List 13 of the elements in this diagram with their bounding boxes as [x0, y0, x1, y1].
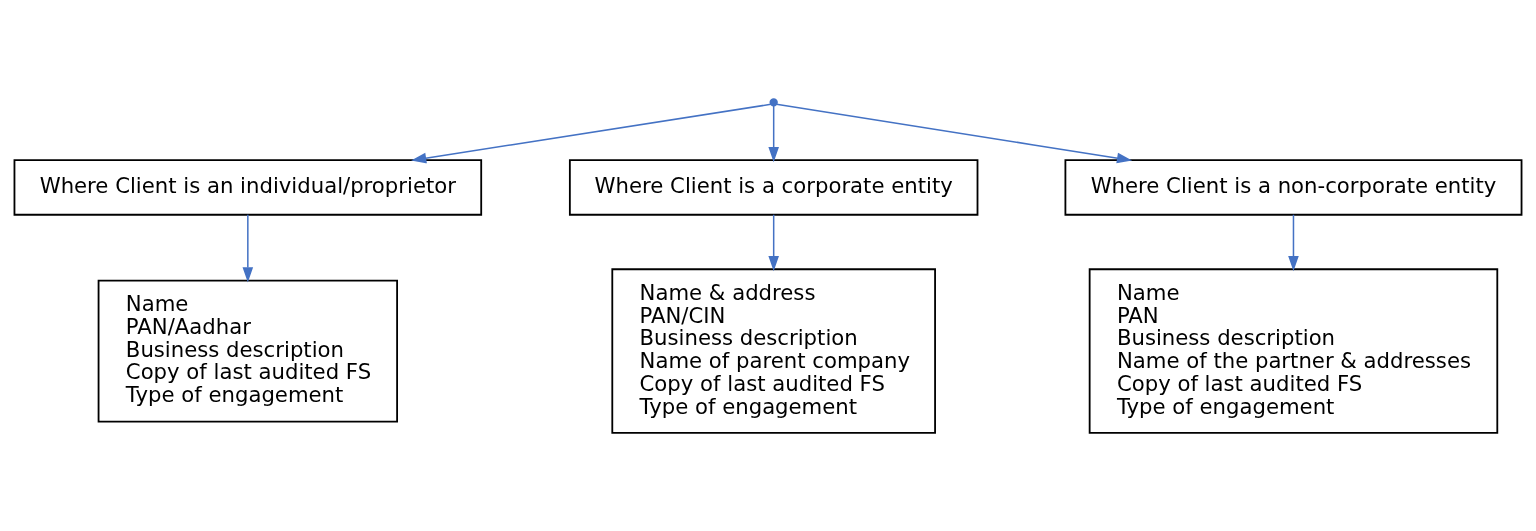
node-box: Name PAN Business description Name of the partner & addresses Copy of last audited FS Type of engagement — [1088, 267, 1499, 434]
arrow — [411, 103, 772, 163]
node-box: Name PAN/Aadhar Business description Copy of last audited FS Type of engagement — [97, 279, 398, 422]
arrow — [1288, 213, 1299, 271]
arrow — [768, 213, 779, 271]
arrow — [242, 213, 254, 282]
node-box: Where Client is an individual/proprietor — [13, 158, 483, 216]
arrow — [768, 104, 779, 162]
node-point — [769, 97, 778, 106]
arrow — [775, 103, 1133, 163]
node-box: Where Client is a non-corporate entity — [1064, 158, 1523, 216]
node-box: Name & address PAN/CIN Business description Name of parent company Copy of last audited FS Type of engagement — [611, 267, 936, 434]
node-box: Where Client is a corporate entity — [568, 158, 979, 216]
